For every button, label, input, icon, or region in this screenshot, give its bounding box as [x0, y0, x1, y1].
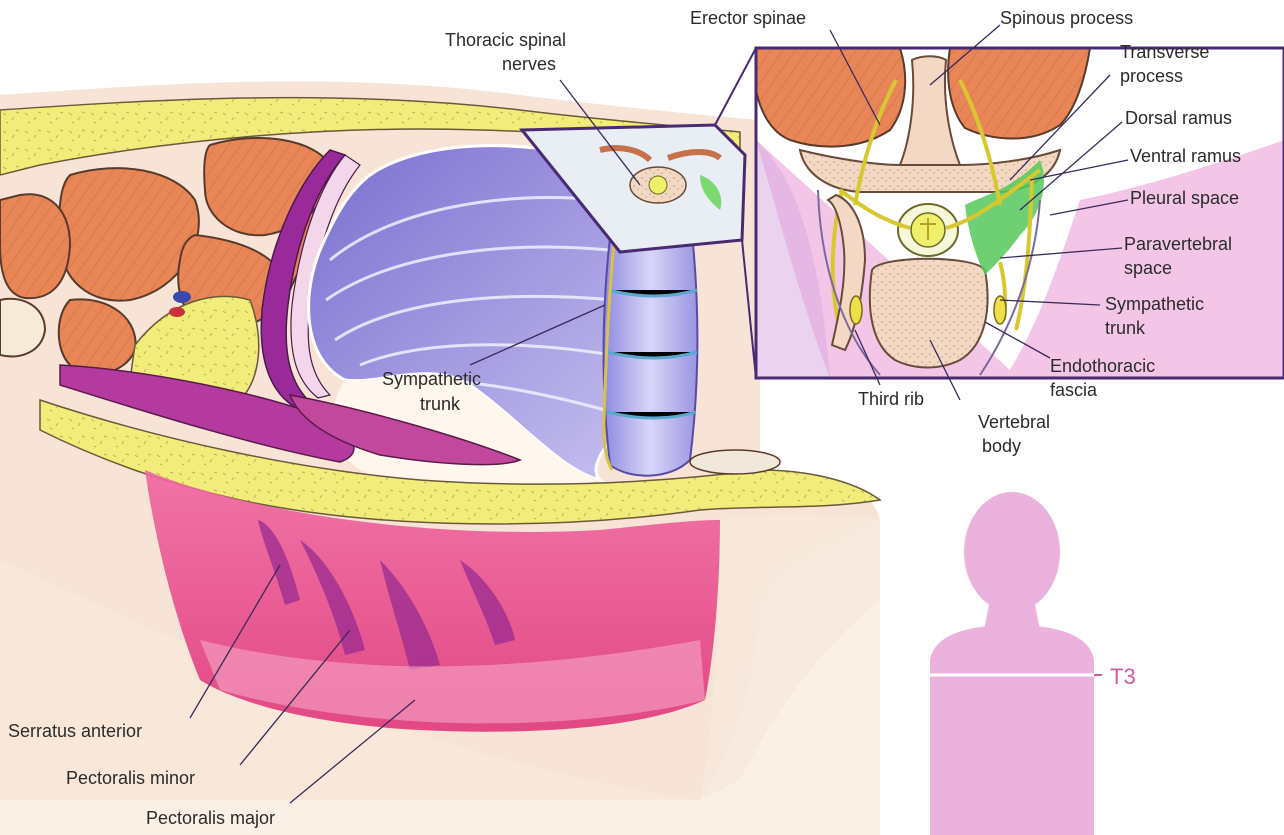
label-transverse-process-2: process — [1120, 66, 1183, 86]
label-sympathetic-trunk-inset-2: trunk — [1105, 318, 1146, 338]
inset-detail — [756, 48, 1284, 378]
label-thoracic-spinal-nerves-2: nerves — [502, 54, 556, 74]
vertebral-column — [603, 215, 697, 476]
label-pectoralis-minor: Pectoralis minor — [66, 768, 195, 788]
label-pectoralis-major: Pectoralis major — [146, 808, 275, 828]
inset-connector-top — [715, 48, 756, 125]
label-thoracic-spinal-nerves-1: Thoracic spinal — [445, 30, 566, 50]
label-transverse-process-1: Transverse — [1120, 42, 1209, 62]
label-third-rib: Third rib — [858, 389, 924, 409]
label-dorsal-ramus: Dorsal ramus — [1125, 108, 1232, 128]
label-vertebral-body-1: Vertebral — [978, 412, 1050, 432]
label-sympathetic-trunk-main-1: Sympathetic — [382, 369, 481, 389]
t3-level-label: T3 — [1110, 664, 1136, 689]
human-silhouette — [930, 492, 1094, 835]
label-ventral-ramus: Ventral ramus — [1130, 146, 1241, 166]
label-serratus-anterior: Serratus anterior — [8, 721, 142, 741]
label-vertebral-body-2: body — [982, 436, 1021, 456]
label-endothoracic-fascia-2: fascia — [1050, 380, 1098, 400]
label-pleural-space: Pleural space — [1130, 188, 1239, 208]
axillary-vessel-blue — [173, 291, 191, 303]
vertebral-body-shape — [870, 259, 988, 368]
label-paravertebral-space-1: Paravertebral — [1124, 234, 1232, 254]
label-sympathetic-trunk-inset-1: Sympathetic — [1105, 294, 1204, 314]
label-sympathetic-trunk-main-2: trunk — [420, 394, 461, 414]
label-erector-spinae: Erector spinae — [690, 8, 806, 28]
label-spinous-process: Spinous process — [1000, 8, 1133, 28]
erector-spinae-left — [756, 48, 905, 147]
axillary-vessel-red — [169, 307, 185, 317]
anterior-rib-cartilage — [690, 450, 780, 474]
label-paravertebral-space-2: space — [1124, 258, 1172, 278]
label-endothoracic-fascia-1: Endothoracic — [1050, 356, 1155, 376]
